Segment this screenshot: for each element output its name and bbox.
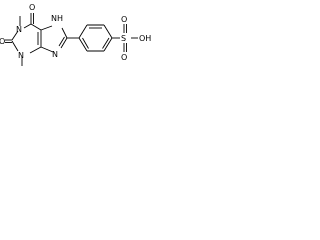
atom-labels: O NH N O N N S O O OH	[0, 3, 151, 62]
structure-canvas: O NH N O N N S O O OH	[0, 0, 188, 81]
bond	[78, 24, 88, 39]
bond	[40, 46, 54, 53]
bond	[58, 36, 65, 47]
bond	[61, 27, 68, 39]
atom-label-s: S	[121, 34, 126, 43]
bond	[78, 37, 88, 52]
bond	[40, 25, 53, 31]
atom-label-n1: N	[16, 25, 22, 34]
bond	[23, 23, 32, 29]
bond	[11, 40, 19, 52]
atom-label-n9: N	[52, 50, 58, 59]
bonds	[5, 13, 138, 66]
atom-label-o-s-bottom: O	[121, 53, 127, 62]
bond	[103, 24, 113, 39]
bond	[102, 37, 110, 49]
atom-label-o-top: O	[29, 3, 35, 12]
atom-label-nh: NH	[51, 14, 63, 23]
atom-label-o-left: O	[0, 37, 5, 46]
bond	[103, 37, 113, 52]
atom-label-oh: OH	[139, 34, 151, 43]
bond	[29, 46, 42, 54]
bond	[11, 30, 19, 41]
bond	[82, 37, 89, 49]
bond	[30, 23, 42, 31]
atom-label-n3: N	[18, 51, 24, 60]
atom-label-o-s-top: O	[121, 15, 127, 24]
chemical-structure: O NH N O N N S O O OH	[0, 3, 151, 66]
bond	[60, 37, 68, 49]
